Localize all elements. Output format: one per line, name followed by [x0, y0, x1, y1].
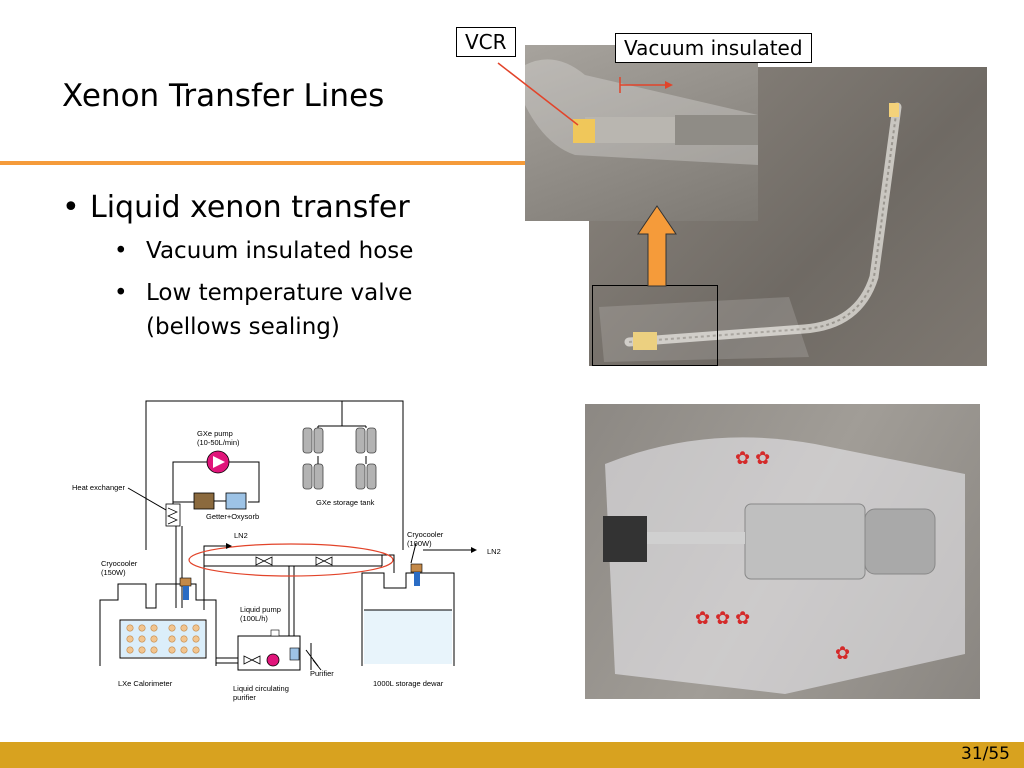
label-liquid-pump-rate: (100L/h) [240, 614, 268, 623]
bullet-liquid-xenon: • Liquid xenon transfer [62, 190, 410, 225]
gxe-storage-tanks [302, 427, 377, 490]
up-arrow-icon [637, 205, 677, 287]
vcr-closeup-illustration [525, 59, 758, 165]
transfer-line-highlight [188, 543, 394, 577]
label-cryo-left: Cryocooler [101, 559, 138, 568]
label-cryo-left-power: (150W) [101, 568, 126, 577]
oxysorb-icon [225, 492, 247, 510]
svg-text:✿ ✿: ✿ ✿ [735, 448, 770, 468]
lxe-liquid [121, 621, 205, 657]
label-gxe-pump-rate: (10-50L/min) [197, 438, 240, 447]
vcr-callout: VCR [456, 27, 516, 57]
valve-photo: ✿ ✿ ✿ ✿ ✿ ✿ [585, 404, 980, 699]
svg-text:✿: ✿ [835, 643, 850, 663]
liquid-pump-icon [266, 653, 280, 667]
label-liquid-pump: Liquid pump [240, 605, 281, 614]
label-purifier: Purifier [310, 669, 334, 678]
sub-bullet-text: Vacuum insulated hose [146, 238, 414, 264]
getter-icon [193, 492, 215, 510]
label-heat-exchanger: Heat exchanger [72, 483, 125, 492]
pipe-top-loop [145, 400, 404, 550]
pmt-array [126, 624, 200, 654]
label-circulating-2: purifier [233, 693, 256, 702]
cryocooler-left-icon [179, 577, 192, 587]
pump-arrow-icon [213, 456, 225, 468]
valves [243, 556, 333, 665]
callout-arrows [497, 62, 673, 126]
sub-bullet-text: Low temperature valve [146, 280, 413, 306]
label-cryo-right-power: (100W) [407, 539, 432, 548]
hose-illustration [599, 102, 902, 362]
label-gxe-pump: GXe pump [197, 429, 233, 438]
title-rule [0, 161, 530, 165]
xenon-system-diagram: GXe pump (10-50L/min) Heat exchanger Get… [72, 400, 501, 702]
label-getter: Getter+Oxysorb [206, 512, 259, 521]
slide-title: Xenon Transfer Lines [62, 78, 385, 114]
label-ln2-left: LN2 [234, 531, 248, 540]
heat-exchanger-icon [165, 503, 181, 527]
vacuum-callout: Vacuum insulated [615, 33, 812, 63]
sub-bullet-valve-cont: (bellows sealing) [146, 314, 340, 340]
footer-bar: 31/55 [0, 742, 1024, 768]
label-calorimeter: LXe Calorimeter [118, 679, 173, 688]
sub-bullet-valve: • Low temperature valve [114, 276, 412, 310]
cryocooler-left-cold-head [183, 586, 189, 600]
vcr-closeup-photo [525, 45, 758, 221]
sub-bullet-marker: • [114, 280, 128, 306]
valve-illustration: ✿ ✿ ✿ ✿ ✿ ✿ [603, 437, 965, 694]
dewar-liquid [364, 610, 452, 664]
label-ln2-right: LN2 [487, 547, 501, 556]
label-circulating: Liquid circulating [233, 684, 289, 693]
zoom-region-box [592, 285, 718, 366]
bullet-text: Liquid xenon transfer [90, 190, 410, 225]
sub-bullet-marker: • [114, 238, 128, 264]
svg-text:✿ ✿ ✿: ✿ ✿ ✿ [695, 608, 750, 628]
cryocooler-right-cold-head [414, 572, 420, 586]
label-dewar: 1000L storage dewar [373, 679, 444, 688]
cryocooler-right-icon [410, 563, 423, 573]
sub-bullet-hose: • Vacuum insulated hose [114, 234, 413, 268]
page-number: 31/55 [961, 744, 1010, 764]
label-cryo-right: Cryocooler [407, 530, 444, 539]
bullet-marker: • [62, 190, 80, 225]
label-gxe-tank: GXe storage tank [316, 498, 375, 507]
purifier-icon [289, 647, 300, 661]
